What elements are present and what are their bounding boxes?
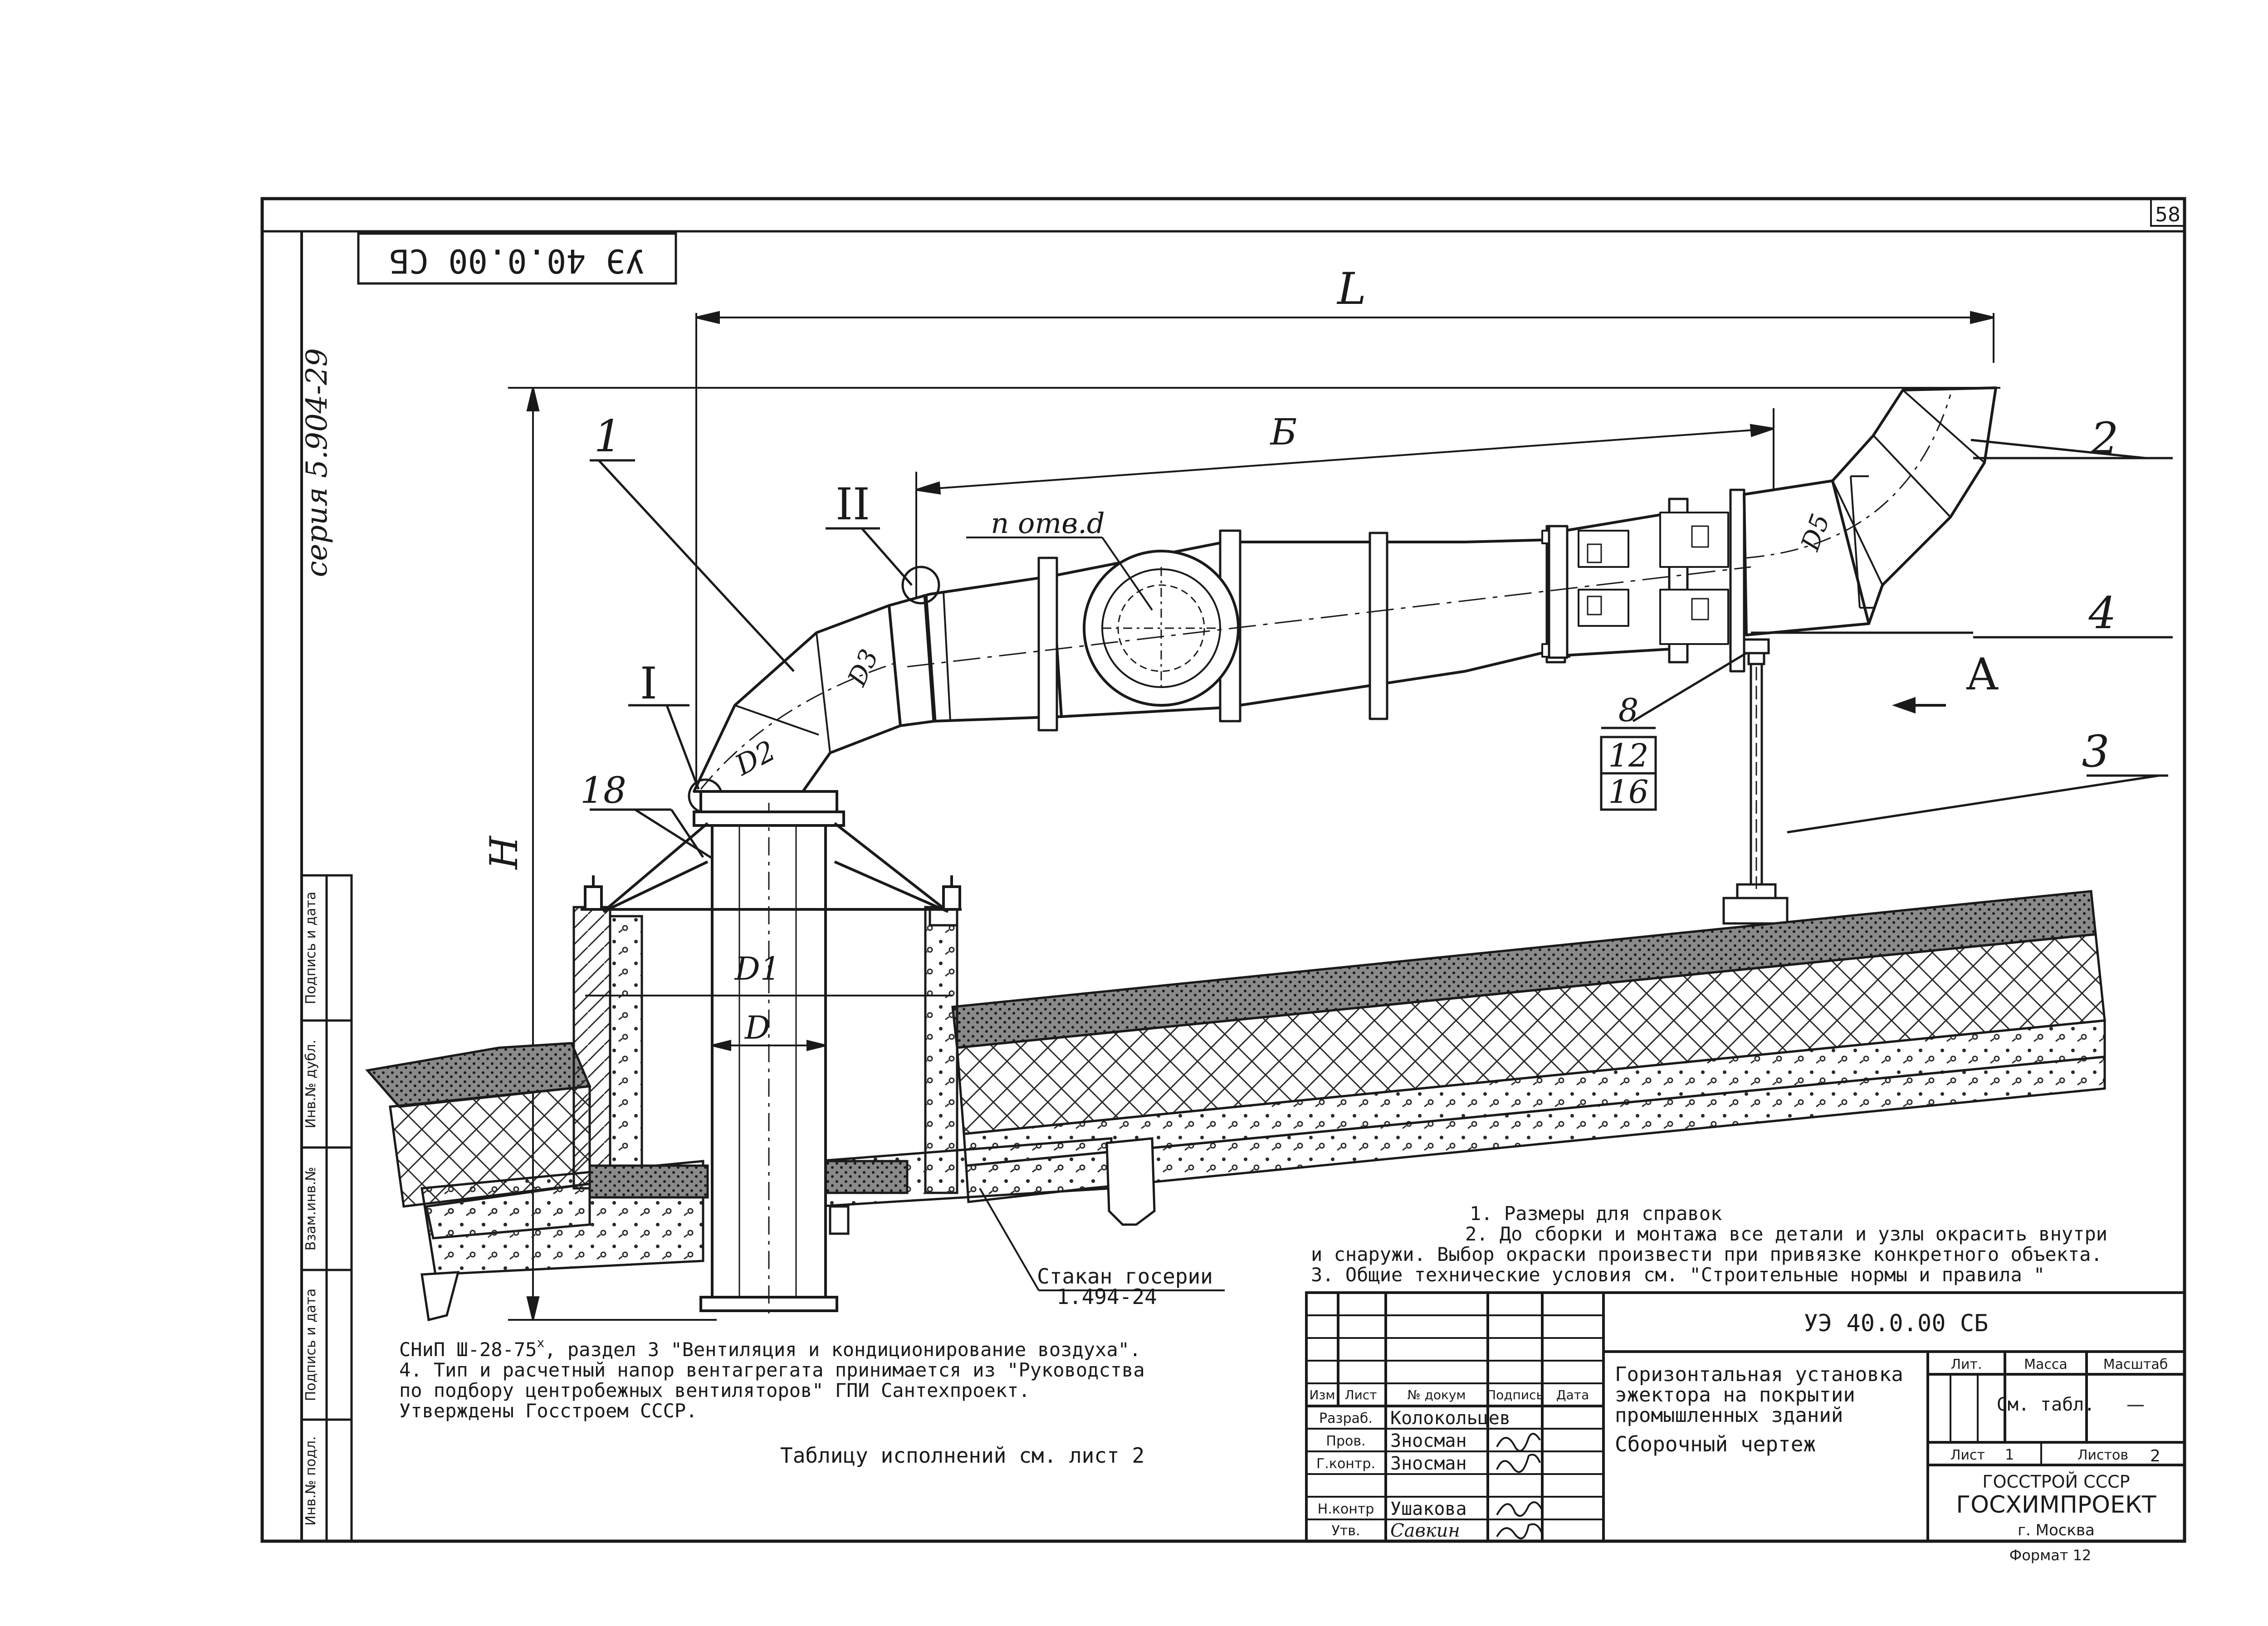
dim-D-lines <box>585 995 953 1051</box>
dim-D1-label: D1 <box>734 950 781 987</box>
tb-org-2: ГОСХИМПРОЕКТ <box>1956 1491 2156 1519</box>
tb-scale-value: — <box>2126 1394 2145 1415</box>
holes-leader <box>966 537 1153 611</box>
note-4c: Утверждены Госстроем СССР. <box>399 1400 697 1422</box>
tb-title-2: эжектора на покрытии <box>1615 1383 1855 1406</box>
callout-stack <box>1600 727 1657 811</box>
dimension-B <box>915 408 1774 608</box>
side-stamp-replace-inv: Взам.инв.№ <box>303 1167 319 1251</box>
callout-node-I: I <box>640 658 657 709</box>
tb-org-1: ГОССТРОЙ СССР <box>1982 1472 2130 1492</box>
tb-scale-label: Масштаб <box>2103 1357 2168 1372</box>
view-A-arrow <box>1892 697 1946 714</box>
note-2b: и снаружи. Выбор окраски произвести при … <box>1311 1243 2102 1265</box>
side-stamp <box>300 874 353 1543</box>
note-3b: СНиП Ш-28-75 <box>399 1338 537 1361</box>
tb-lit-label: Лит. <box>1950 1357 1982 1372</box>
tb-title-3: промышленных зданий <box>1615 1404 1843 1427</box>
dim-D-label: D <box>744 1009 770 1046</box>
tb-role-nkontr: Н.контр <box>1318 1501 1374 1517</box>
sheet-number: 58 <box>2155 203 2180 226</box>
note-2a: 2. До сборки и монтажа все детали и узлы… <box>1465 1223 2107 1245</box>
node-II-circle <box>901 566 940 605</box>
glass-series-label-2: 1.494-24 <box>1056 1284 1157 1309</box>
tb-name-prov: Зносман <box>1390 1431 1467 1451</box>
tb-col-izm: Изм <box>1310 1387 1335 1402</box>
note-3b-sup: х <box>537 1335 544 1350</box>
tb-mass-value: См. табл. <box>1997 1394 2095 1415</box>
callout-4: 4 <box>2088 588 2116 639</box>
tb-sheets-label: Листов <box>2077 1447 2128 1463</box>
dimension-H <box>508 387 2000 1321</box>
tb-mass-label: Масса <box>2024 1357 2068 1372</box>
tb-doc-code: УЭ 40.0.00 СБ <box>1804 1310 1989 1337</box>
tb-name-razrab: Колокольцев <box>1390 1408 1510 1429</box>
dim-L-label: L <box>1336 264 1366 314</box>
note-1: 1. Размеры для справок <box>1470 1202 1722 1225</box>
tb-sheet-value: 1 <box>2005 1446 2014 1463</box>
tb-sheets-value: 2 <box>2150 1447 2160 1465</box>
tb-name-nkontr: Ушакова <box>1390 1499 1467 1519</box>
side-stamp-orig-inv: Инв.№ подл. <box>303 1436 319 1525</box>
inlet-transition <box>888 575 1063 727</box>
tb-col-data: Дата <box>1556 1387 1589 1402</box>
callout-node-II: II <box>836 479 870 530</box>
dim-D5-line <box>1850 475 1873 609</box>
notes-block: 1. Размеры для справок 2. До сборки и мо… <box>399 1202 2107 1468</box>
tb-role-razrab: Разраб. <box>1319 1411 1373 1426</box>
table-reference: Таблицу исполнений см. лист 2 <box>780 1443 1144 1468</box>
tb-org-3: г. Москва <box>2018 1521 2095 1539</box>
callout-leaders <box>590 439 2173 865</box>
callout-1: 1 <box>594 411 621 462</box>
tb-role-prov: Пров. <box>1326 1433 1365 1449</box>
callout-12: 12 <box>1608 737 1648 774</box>
view-A-label: А <box>1966 649 1999 700</box>
tb-col-podp: Подпись <box>1486 1387 1544 1402</box>
support-rod <box>1722 638 1789 925</box>
tb-role-utv: Утв. <box>1332 1523 1360 1539</box>
callout-16: 16 <box>1608 773 1648 811</box>
title-block <box>1305 1291 2186 1543</box>
series-label: серия 5.904-29 <box>300 348 334 577</box>
note-3a: 3. Общие технические условия см. "Строит… <box>1311 1264 2045 1286</box>
note-4b: по подбору центробежных вентиляторов" ГП… <box>399 1379 1030 1401</box>
dimension-L <box>695 311 1994 789</box>
ejector-duct-assembly <box>693 386 1997 793</box>
side-stamp-signature-2: Подпись и дата <box>303 1289 319 1401</box>
tb-col-list: Лист <box>1345 1387 1377 1402</box>
callout-18: 18 <box>580 769 626 811</box>
callout-2: 2 <box>2090 413 2118 464</box>
signature-marks <box>1496 1433 1543 1539</box>
tb-name-utv: Савкин <box>1390 1520 1460 1541</box>
callout-8: 8 <box>1618 692 1639 729</box>
tb-doc-type: Сборочный чертеж <box>1615 1432 1816 1456</box>
note-3c: , раздел 3 "Вентиляция и кондиционирован… <box>544 1338 1141 1361</box>
glass-leader <box>979 1187 1225 1291</box>
holes-label: n отв.d <box>991 507 1105 540</box>
dim-B-label: Б <box>1270 411 1297 453</box>
lower-elbow <box>693 604 902 793</box>
glass-series-label-1: Стакан госерии <box>1037 1264 1213 1289</box>
note-3b-line: СНиП Ш-28-75х, раздел 3 "Вентиляция и ко… <box>399 1335 1141 1361</box>
callout-3: 3 <box>2082 726 2109 777</box>
side-stamp-signature-1: Подпись и дата <box>303 892 319 1005</box>
dim-H-label: H <box>482 835 526 870</box>
note-4a: 4. Тип и расчетный напор вентагрегата пр… <box>399 1359 1145 1381</box>
tb-sheet-label: Лист <box>1950 1447 1985 1463</box>
format-label: Формат 12 <box>2009 1547 2092 1564</box>
tb-title-1: Горизонтальная установка <box>1615 1363 1903 1386</box>
roof-structure <box>365 890 2106 1322</box>
tb-col-ndoc: № докум <box>1407 1387 1466 1402</box>
rotated-doc-code: УЭ 40.0.00 СБ <box>389 242 645 280</box>
rotated-doc-code-box: УЭ 40.0.00 СБ <box>357 232 677 285</box>
tb-name-gkontr: Зносман <box>1390 1453 1467 1474</box>
tb-role-gkontr: Г.контр. <box>1316 1456 1375 1472</box>
side-stamp-dup-inv: Инв.№ дубл. <box>303 1040 319 1128</box>
